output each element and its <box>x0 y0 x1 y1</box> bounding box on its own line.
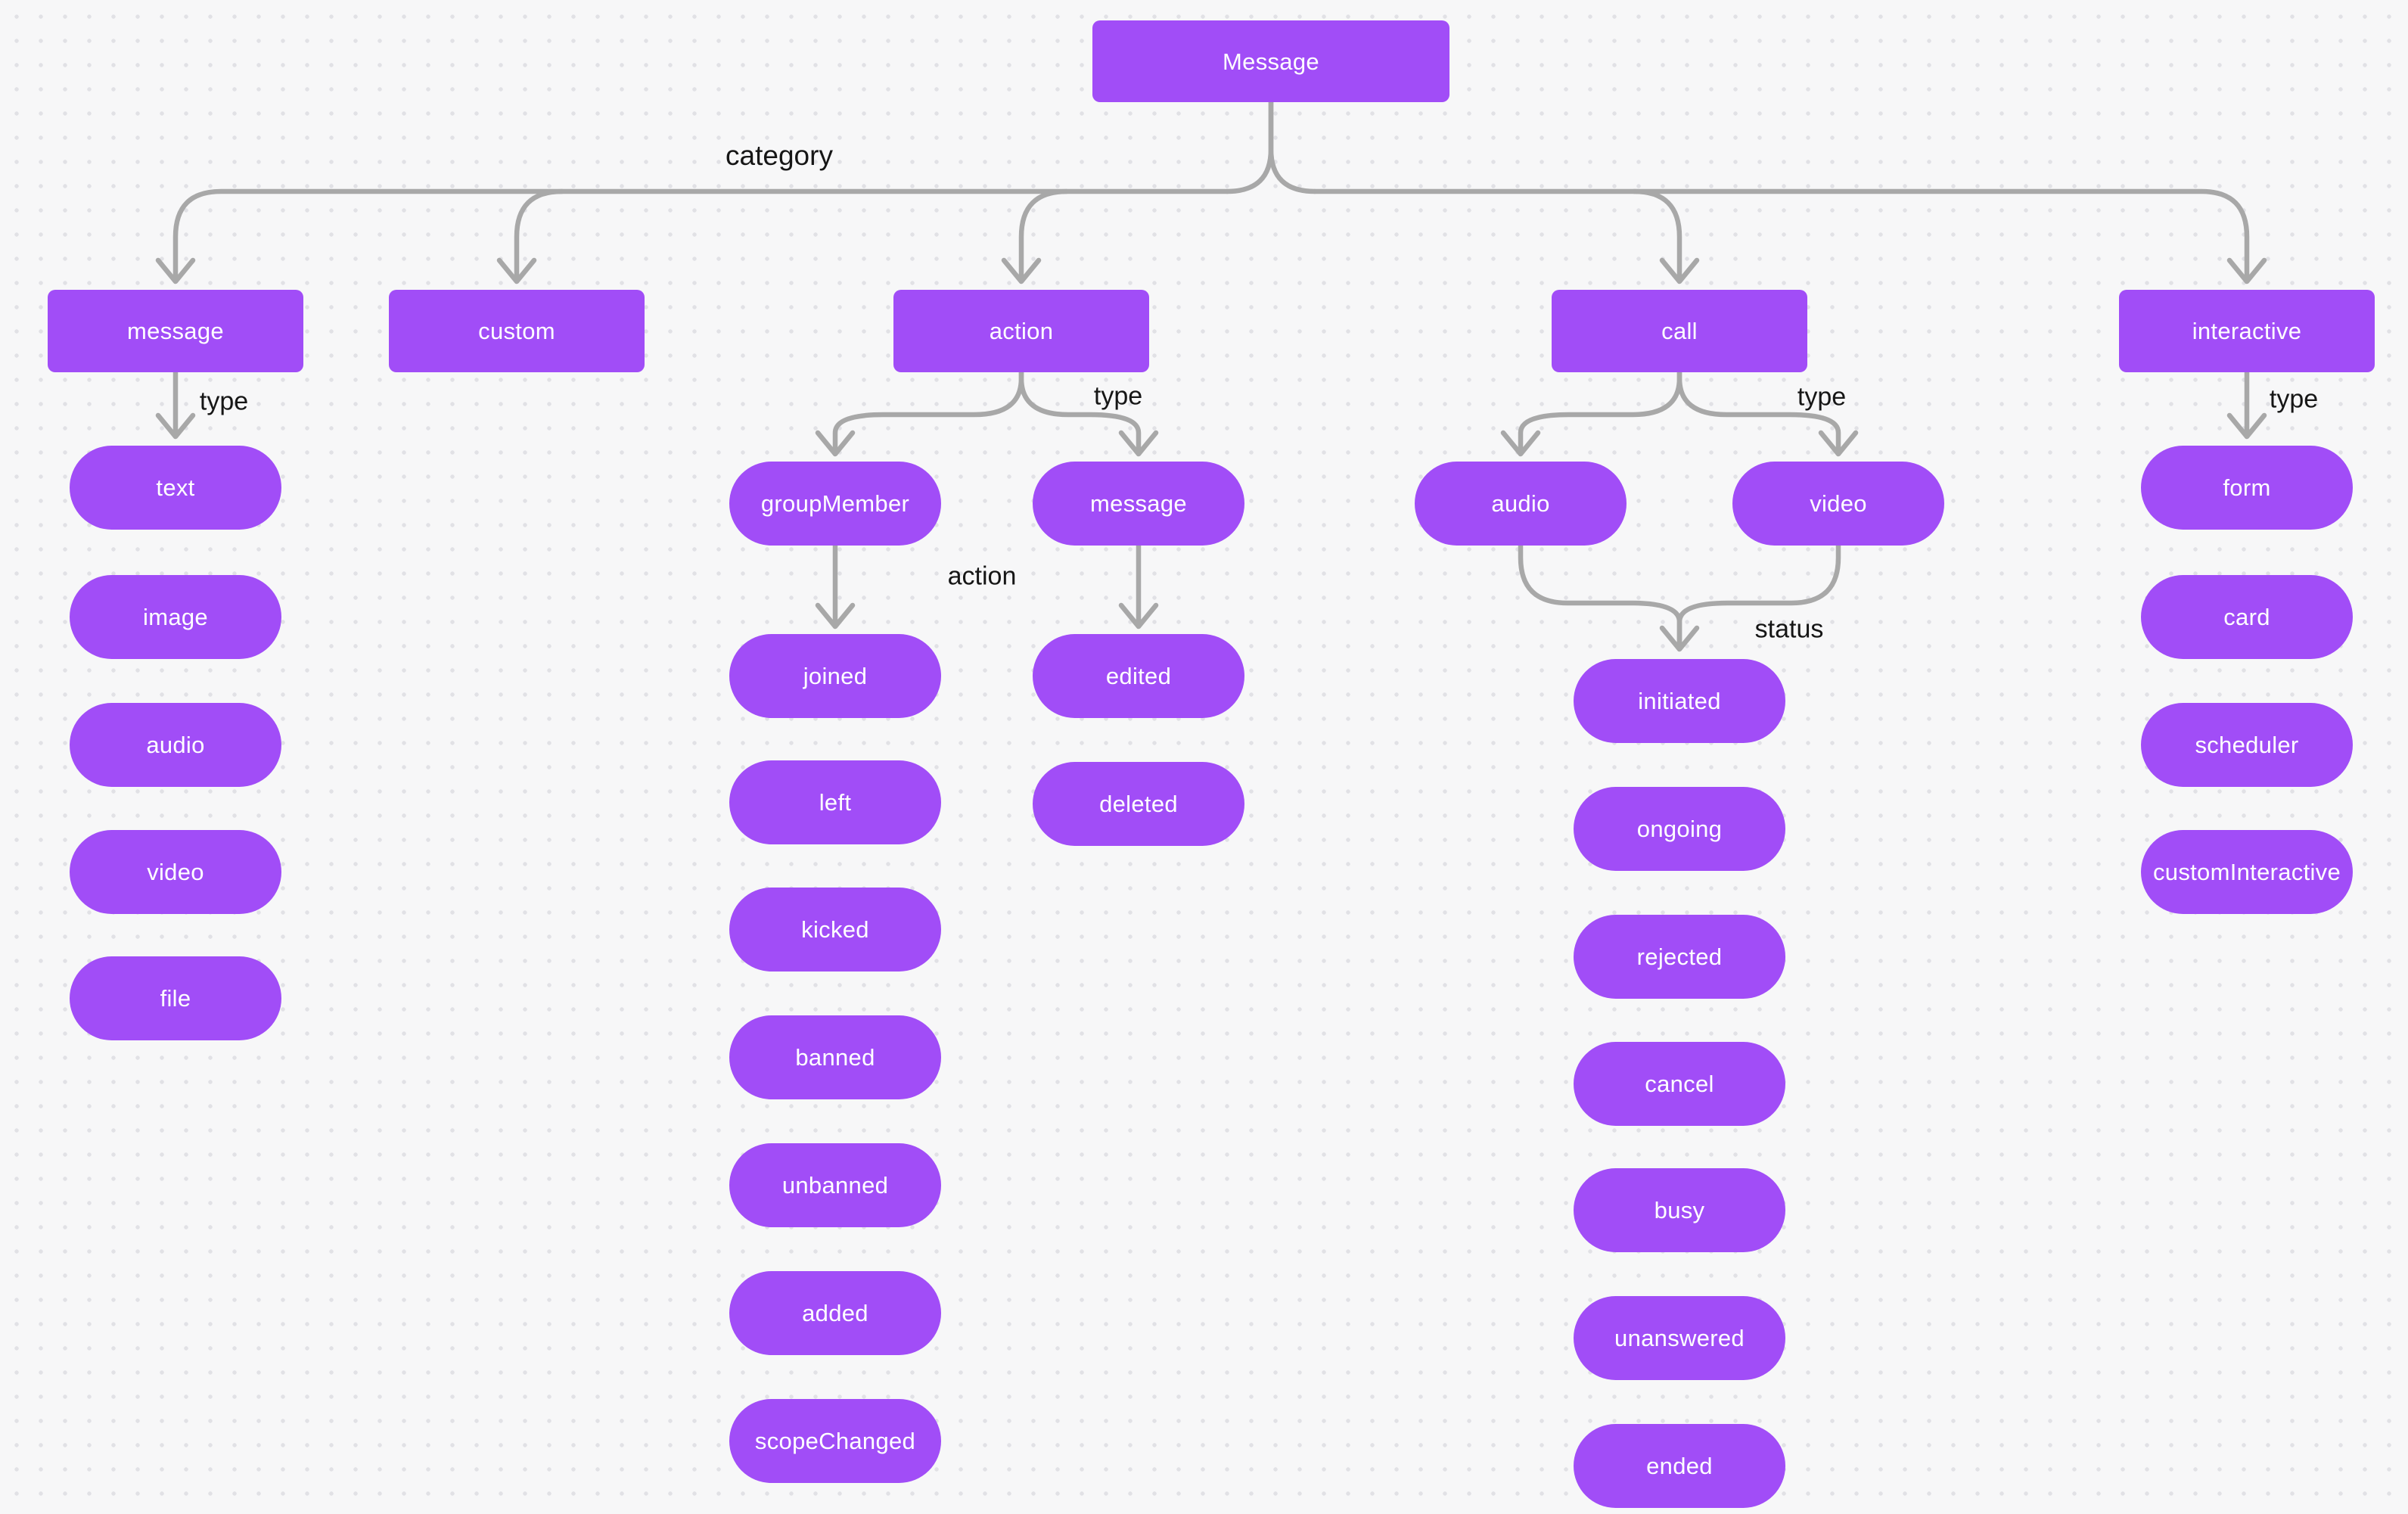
node-call-type-video: video <box>1732 462 1944 546</box>
node-group-action-unbanned: unbanned <box>729 1143 941 1227</box>
node-category-custom: custom <box>389 290 645 372</box>
edge-action-groupmember <box>815 369 1024 457</box>
node-interactive-type-card: card <box>2141 575 2353 659</box>
node-category-message: message <box>48 290 303 372</box>
node-message-type-image: image <box>70 575 281 659</box>
edge-interactive-type <box>2226 369 2267 440</box>
edge-call-video <box>1676 369 1859 457</box>
node-message-action-deleted: deleted <box>1033 762 1244 846</box>
node-call-status-cancel: cancel <box>1574 1042 1785 1126</box>
edge-label-group-action: action <box>947 561 1017 591</box>
node-message-type-video: video <box>70 830 281 914</box>
node-call-status-busy: busy <box>1574 1168 1785 1252</box>
node-call-status-ended: ended <box>1574 1424 1785 1508</box>
edge-root-fork-right <box>1268 98 1318 194</box>
node-message-type-text: text <box>70 446 281 530</box>
node-message-type-file: file <box>70 956 281 1040</box>
edge-label-message-type: type <box>199 387 249 416</box>
edge-call-audio <box>1500 369 1682 457</box>
node-group-action-scopechanged: scopeChanged <box>729 1399 941 1483</box>
node-interactive-type-form: form <box>2141 446 2353 530</box>
node-message-type-audio: audio <box>70 703 281 787</box>
edge-groupmember-action <box>815 542 856 630</box>
edge-action-message <box>1018 369 1159 457</box>
node-interactive-type-custominteractive: customInteractive <box>2141 830 2353 914</box>
node-message-action-edited: edited <box>1033 634 1244 718</box>
edge-category-message <box>155 188 1230 284</box>
node-interactive-type-scheduler: scheduler <box>2141 703 2353 787</box>
node-call-status-rejected: rejected <box>1574 915 1785 999</box>
node-root-message: Message <box>1092 20 1449 102</box>
edge-label-call-status: status <box>1754 614 1824 644</box>
edge-label-interactive-type: type <box>2269 384 2319 414</box>
node-call-status-ongoing: ongoing <box>1574 787 1785 871</box>
edge-category-call <box>1631 188 1700 284</box>
node-group-action-added: added <box>729 1271 941 1355</box>
edge-category-action <box>1001 188 1070 284</box>
node-group-action-left: left <box>729 760 941 844</box>
node-group-action-kicked: kicked <box>729 888 941 972</box>
node-category-action: action <box>893 290 1149 372</box>
edge-label-call-type: type <box>1797 382 1847 412</box>
edge-label-action-type: type <box>1093 381 1143 411</box>
node-category-interactive: interactive <box>2119 290 2375 372</box>
edge-message-type <box>155 369 196 440</box>
node-call-status-unanswered: unanswered <box>1574 1296 1785 1380</box>
node-call-type-audio: audio <box>1415 462 1627 546</box>
edge-label-category: category <box>726 140 833 171</box>
edge-audio-status <box>1518 542 1682 646</box>
node-category-call: call <box>1552 290 1807 372</box>
node-action-type-groupmember: groupMember <box>729 462 941 546</box>
edge-category-interactive <box>1312 188 2267 284</box>
node-group-action-joined: joined <box>729 634 941 718</box>
edge-video-status <box>1659 542 1841 652</box>
edge-category-custom <box>496 188 565 284</box>
node-group-action-banned: banned <box>729 1015 941 1099</box>
node-call-status-initiated: initiated <box>1574 659 1785 743</box>
edge-actionmessage-action <box>1118 542 1159 630</box>
node-action-type-message: message <box>1033 462 1244 546</box>
edge-root-fork-left <box>1224 98 1274 194</box>
